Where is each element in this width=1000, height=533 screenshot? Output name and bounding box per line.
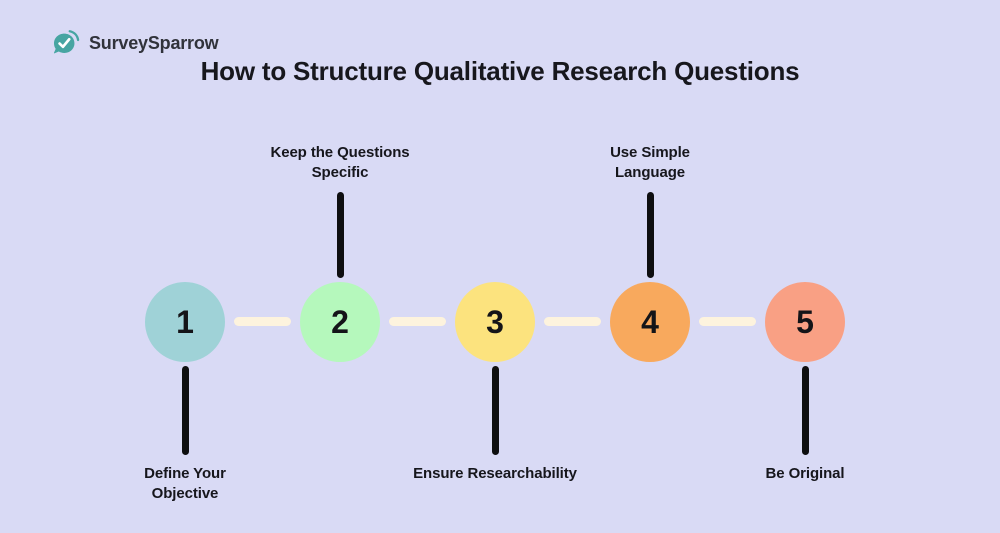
timeline-connector: [544, 317, 601, 326]
sparrow-check-icon: [53, 30, 80, 54]
step-3-number: 3: [486, 303, 504, 340]
timeline-connector: [699, 317, 756, 326]
step-3-label: Ensure Researchability: [413, 465, 577, 482]
step-5-number: 5: [796, 303, 814, 340]
step-1-label: Define Your Objective: [144, 465, 226, 502]
step-1-tick-line: [182, 366, 189, 455]
step-2-tick-line: [337, 192, 344, 278]
brand-name: SurveySparrow: [89, 32, 219, 53]
timeline-connector: [234, 317, 291, 326]
step-2-circle: 2: [300, 282, 380, 362]
step-3-tick-line: [492, 366, 499, 455]
step-5-label: Be Original: [765, 465, 845, 482]
step-1-number: 1: [176, 303, 194, 340]
step-5-circle: 5: [765, 282, 845, 362]
page-title: How to Structure Qualitative Research Qu…: [200, 56, 800, 86]
step-4-label: Use Simple Language: [610, 144, 690, 181]
step-2-number: 2: [331, 303, 349, 340]
step-4-tick-line: [647, 192, 654, 278]
step-4-number: 4: [641, 303, 659, 340]
step-5-tick-line: [802, 366, 809, 455]
surveysparrow-logo: SurveySparrow: [50, 27, 219, 59]
step-2-label: Keep the Questions Specific: [270, 144, 410, 181]
step-3-circle: 3: [455, 282, 535, 362]
step-1-circle: 1: [145, 282, 225, 362]
timeline-connector: [389, 317, 446, 326]
step-4-circle: 4: [610, 282, 690, 362]
